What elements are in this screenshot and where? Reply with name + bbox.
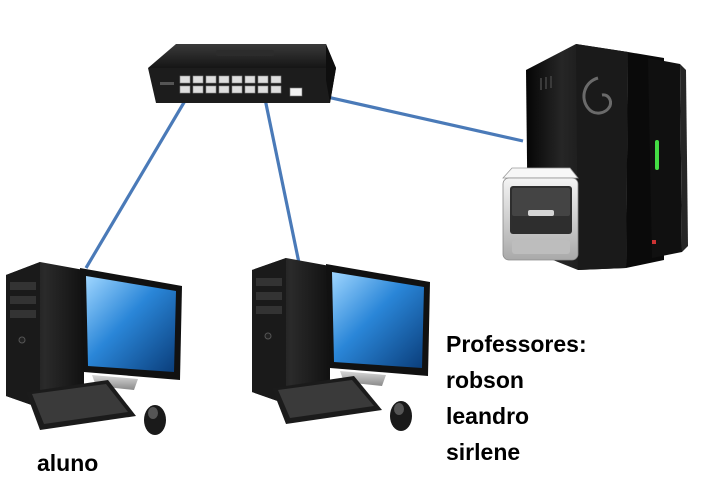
network-cables [84,88,524,269]
switch-ports [179,75,282,94]
network-switch-icon [148,44,336,103]
student-computer-icon [6,262,182,435]
file-cabinet-drawer-icon [502,167,579,261]
teacher-heading: Professores: [446,331,587,357]
teacher-user-leandro: leandro [446,403,530,429]
server-vent [540,76,552,90]
teacher-computer-icon [252,258,430,431]
cable-switch-to-student-pc [84,93,191,269]
student-pc-label: aluno [37,450,99,476]
teacher-pc-label-group: Professores: robson leandro sirlene [446,326,587,470]
teacher-user-sirlene: sirlene [446,439,521,465]
server-status-led [655,140,659,170]
teacher-user-robson: robson [446,367,524,393]
debian-swirl-logo [582,76,612,115]
server-tower-icon [526,44,688,270]
cable-switch-to-teacher-pc [262,93,301,264]
cable-switch-to-server [295,88,524,143]
